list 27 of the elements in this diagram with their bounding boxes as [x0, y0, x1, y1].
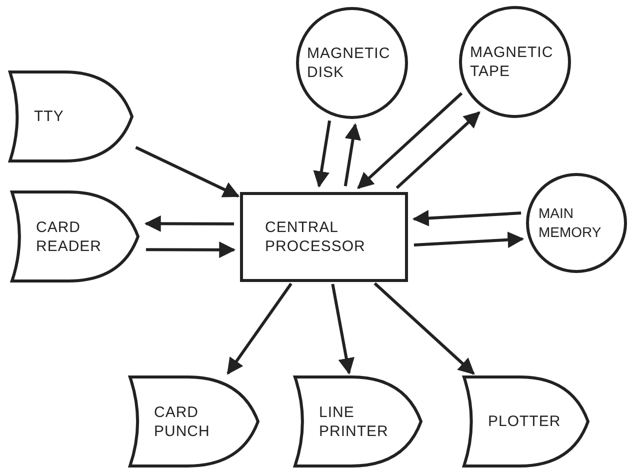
node-label: CENTRAL PROCESSOR [265, 218, 365, 256]
node-label: MAIN MEMORY [538, 204, 602, 242]
arrow [344, 123, 362, 186]
device-shape [293, 375, 423, 468]
node-label: PLOTTER [488, 412, 561, 431]
arrow [226, 282, 292, 375]
processor-box [240, 192, 408, 282]
device-shape [8, 70, 134, 163]
node-label: TTY [34, 107, 64, 126]
device-shape [10, 190, 140, 283]
arrow [396, 111, 480, 190]
arrow [135, 146, 240, 198]
node-label: LINE PRINTER [319, 402, 390, 440]
arrow [412, 210, 522, 226]
arrow [414, 232, 524, 248]
node-label: CARD PUNCH [154, 402, 211, 440]
arrow [374, 282, 475, 375]
node-label: CARD READER [36, 218, 103, 256]
arrow [357, 92, 463, 190]
arrow [144, 215, 234, 232]
arrow [313, 120, 332, 188]
device-shape [128, 375, 260, 468]
arrow [331, 284, 354, 375]
node-label: MAGNETIC DISK [307, 44, 392, 82]
node-label: MAGNETIC TAPE [470, 43, 554, 81]
arrow [146, 242, 236, 258]
device-shape [462, 375, 590, 468]
